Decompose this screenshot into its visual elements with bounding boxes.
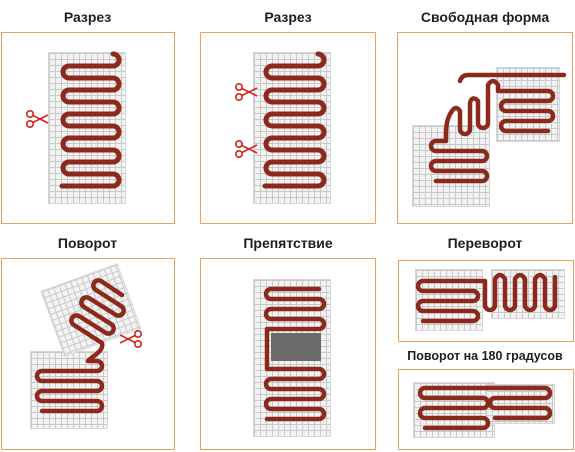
heating-cable: [415, 272, 558, 324]
cable-diagram: [34, 278, 142, 414]
scissors-icon: [235, 83, 258, 102]
cable-diagram: [26, 51, 122, 189]
scissors-icon: [235, 140, 258, 159]
panel-turn: [1, 258, 175, 450]
title-rotate-180: Поворот на 180 градусов: [407, 349, 563, 363]
cable-diagram: [428, 72, 567, 184]
panel-free-form: [397, 32, 573, 224]
title-cut-1: Разрез: [63, 9, 112, 25]
heating-cable: [262, 51, 327, 189]
title-obstacle: Препятствие: [243, 235, 333, 251]
panel-cut-1: [1, 32, 175, 224]
heating-cable: [457, 72, 567, 84]
heating-cable: [263, 286, 327, 422]
heating-mesh: [412, 125, 490, 207]
panel-obstacle: [200, 258, 376, 450]
scissors-icon: [26, 110, 49, 129]
panel-rotate-180: [398, 369, 574, 450]
title-cut-2: Разрез: [264, 9, 312, 25]
heating-cable: [34, 278, 126, 414]
obstacle-block: [271, 333, 321, 361]
heating-cable: [59, 51, 122, 189]
title-turn: Поворот: [57, 235, 118, 251]
scissors-icon: [119, 330, 142, 349]
title-free-form: Свободная форма: [420, 9, 550, 25]
panel-cut-2: [200, 32, 376, 224]
cable-diagram: [415, 272, 558, 324]
cable-diagram: [417, 385, 553, 431]
cable-diagram: [263, 286, 327, 422]
heating-cable: [428, 78, 556, 184]
panel-flip: [398, 260, 574, 342]
heating-cable: [417, 385, 553, 431]
cable-diagram: [235, 51, 327, 189]
title-flip: Переворот: [447, 235, 523, 251]
